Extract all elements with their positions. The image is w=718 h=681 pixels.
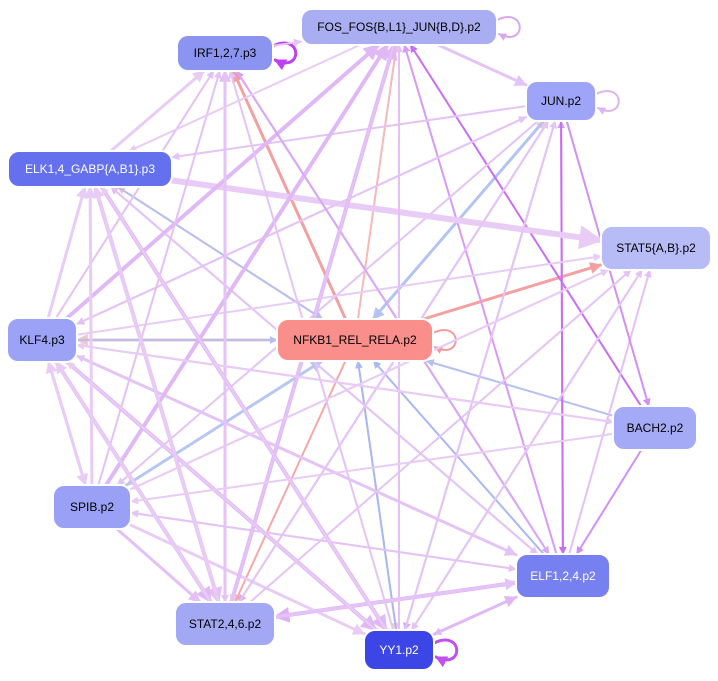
edge-nfkb-to-nfkb <box>432 329 457 354</box>
node-yy1: YY1.p2 <box>363 629 435 671</box>
edge-layer <box>45 16 652 668</box>
node-label-fos: FOS_FOS{B,L1}_JUN{B,D}.p2 <box>317 20 481 34</box>
node-label-stat5: STAT5{A,B}.p2 <box>616 241 696 255</box>
edge-klf-to-fos <box>65 43 381 320</box>
node-box-jun <box>525 80 597 122</box>
edge-elf-to-fos <box>402 44 558 555</box>
edge-jun-to-spib <box>116 120 539 486</box>
node-elk: ELK1,4_GABP{A,B1}.p3 <box>7 150 173 188</box>
edge-spib-to-fos <box>104 43 390 487</box>
node-jun: JUN.p2 <box>525 80 597 122</box>
node-label-elk: ELK1,4_GABP{A,B1}.p3 <box>25 162 155 176</box>
edge-jun-to-elk <box>171 105 527 161</box>
edge-stat2-to-stat5 <box>249 269 632 603</box>
edge-bach-to-fos <box>409 44 642 407</box>
edge-yy1-to-jun <box>403 120 557 631</box>
node-label-spib: SPIB.p2 <box>70 500 114 514</box>
edge-fos-to-fos <box>496 16 521 41</box>
edge-bach-to-klf <box>76 342 614 423</box>
edge-yy1-to-klf <box>66 361 377 631</box>
node-elf: ELF1,2,4.p2 <box>515 553 611 599</box>
node-label-irf: IRF1,2,7.p3 <box>194 46 257 60</box>
node-nfkb: NFKB1_REL_RELA.p2 <box>276 318 434 362</box>
node-box-bach <box>612 405 698 451</box>
node-box-nfkb <box>276 318 434 362</box>
edge-jun-to-elf <box>558 120 567 555</box>
edge-irf-to-fos <box>272 38 302 47</box>
node-box-stat2 <box>174 601 276 647</box>
node-box-stat5 <box>600 225 712 271</box>
edge-fos-to-elk <box>128 44 361 152</box>
edge-spib-to-stat2 <box>115 527 202 604</box>
node-fos: FOS_FOS{B,L1}_JUN{B,D}.p2 <box>300 8 498 46</box>
node-box-fos <box>300 8 498 46</box>
node-box-klf <box>6 317 78 363</box>
node-box-elf <box>515 553 611 599</box>
edge-jun-to-jun <box>595 90 620 115</box>
edge-klf-to-irf <box>55 70 215 319</box>
edge-klf-to-jun <box>76 116 527 325</box>
node-klf: KLF4.p3 <box>6 317 78 363</box>
node-layer: IRF1,2,7.p3 FOS_FOS{B,L1}_JUN{B,D}.p2JUN.… <box>6 8 712 671</box>
edge-yy1-to-elk <box>100 186 388 631</box>
node-bach: BACH2.p2 <box>612 405 698 451</box>
node-label-nfkb: NFKB1_REL_RELA.p2 <box>293 333 417 347</box>
edge-elk-to-nfkb <box>116 186 324 320</box>
edge-elf-to-nfkb <box>372 360 545 555</box>
edge-nfkb-to-fos <box>357 44 400 320</box>
edge-bach-to-nfkb <box>425 359 614 417</box>
node-label-klf: KLF4.p3 <box>19 333 65 347</box>
node-box-irf <box>176 34 274 72</box>
edge-elk-to-irf <box>109 69 206 153</box>
edge-elk-to-elf <box>109 186 539 555</box>
edge-stat2-to-elf <box>273 578 518 619</box>
edge-spib-to-elf <box>130 511 517 573</box>
edge-yy1-to-nfkb <box>355 360 398 631</box>
edge-yy1-to-elf <box>432 595 518 636</box>
node-label-elf: ELF1,2,4.p2 <box>530 569 596 583</box>
edge-stat2-to-klf <box>54 360 213 604</box>
edge-bach-to-elf <box>575 449 643 555</box>
node-box-yy1 <box>363 629 435 671</box>
edge-stat5-to-spib <box>130 269 610 491</box>
edge-elk-to-stat5 <box>169 177 604 250</box>
edge-spib-to-elk <box>84 185 97 487</box>
node-label-bach: BACH2.p2 <box>627 421 684 435</box>
edge-bach-to-spib <box>130 432 614 505</box>
node-box-elk <box>7 150 173 188</box>
edge-klf-to-elf <box>75 354 518 557</box>
edge-klf-to-stat5 <box>76 253 602 336</box>
edge-spib-to-klf <box>45 360 87 487</box>
node-stat5: STAT5{A,B}.p2 <box>600 225 712 271</box>
edge-spib-to-yy1 <box>129 523 366 636</box>
edge-stat2-to-elk <box>92 185 220 604</box>
node-label-jun: JUN.p2 <box>541 94 581 108</box>
edge-nfkb-to-stat5 <box>422 262 603 321</box>
edge-yy1-to-yy1 <box>432 638 459 668</box>
node-stat2: STAT2,4,6.p2 <box>174 601 276 647</box>
edge-klf-to-elk <box>46 185 88 320</box>
node-label-yy1: YY1.p2 <box>379 643 419 657</box>
node-irf: IRF1,2,7.p3 <box>176 34 274 72</box>
edge-irf-to-irf <box>271 41 298 71</box>
edge-stat5-to-yy1 <box>410 269 643 631</box>
edge-elf-to-stat5 <box>568 269 652 555</box>
node-box-spib <box>52 484 132 530</box>
edge-fos-to-jun <box>436 43 528 87</box>
edge-irf-to-elf <box>235 70 550 555</box>
node-spib: SPIB.p2 <box>52 484 132 530</box>
node-label-stat2: STAT2,4,6.p2 <box>189 617 262 631</box>
